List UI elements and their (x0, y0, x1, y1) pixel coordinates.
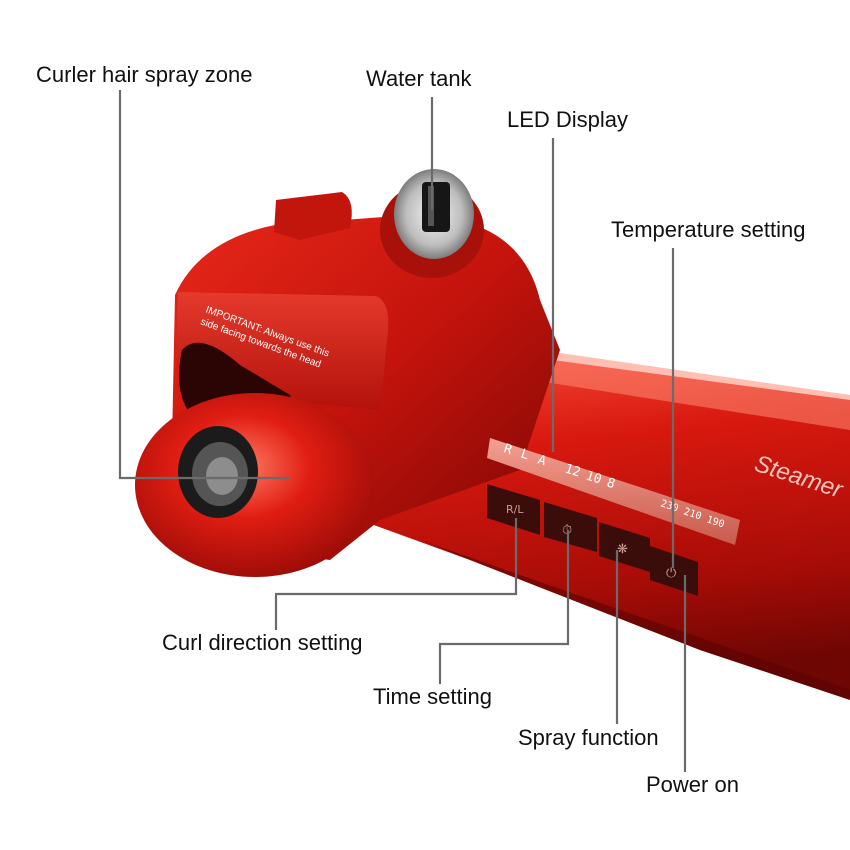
roller-center (206, 457, 238, 495)
leader-time (438, 530, 570, 684)
leader-curl-direction (274, 518, 518, 630)
callout-led-display: LED Display (507, 107, 629, 132)
curl-direction-icon: R/L (506, 503, 524, 516)
led-time-10: 10 (584, 469, 604, 488)
callout-spray-function: Spray function (518, 725, 659, 750)
top-fin (274, 192, 352, 240)
callout-time-setting: Time setting (373, 684, 493, 709)
handle-highlight (470, 340, 850, 430)
callout-spray-zone: Curler hair spray zone (36, 62, 253, 87)
led-temp-190: 190 (705, 514, 726, 530)
led-strip (487, 438, 740, 545)
control-buttons (487, 484, 698, 596)
handle-lower-edge (420, 540, 850, 700)
spray-icon: ❋ (617, 542, 628, 557)
callout-water-tank: Water tank (366, 66, 472, 91)
button-time (544, 502, 597, 552)
power-icon: ⏻ (666, 566, 676, 581)
callout-curl-direction: Curl direction setting (162, 630, 363, 655)
button-spray (599, 522, 650, 572)
callout-temperature: Temperature setting (611, 217, 806, 242)
led-temp-210: 210 (682, 506, 703, 522)
button-curl-direction (487, 484, 540, 535)
led-temp-230: 230 (659, 498, 680, 514)
leader-spray-zone (118, 90, 290, 480)
callout-power-on: Power on (646, 772, 739, 797)
led-time-12: 12 (563, 462, 583, 481)
